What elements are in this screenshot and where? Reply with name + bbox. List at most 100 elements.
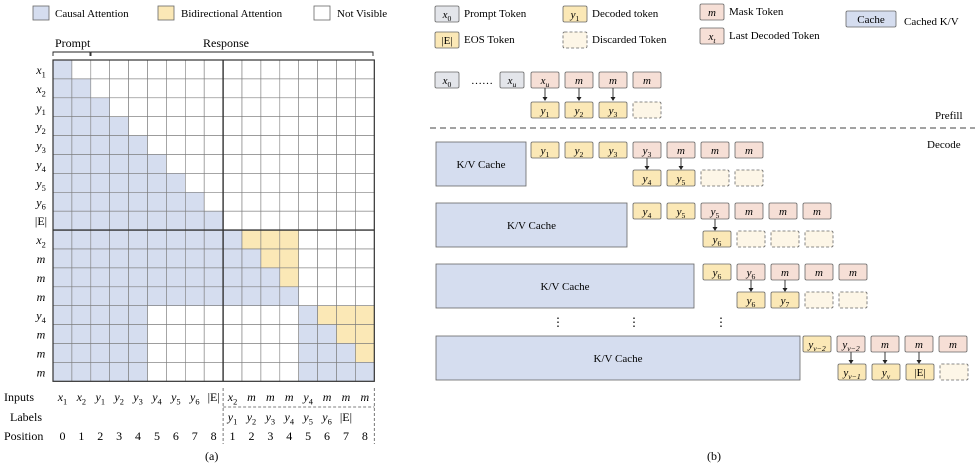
- matrix-cell: [355, 154, 375, 174]
- matrix-cell: [298, 305, 318, 325]
- matrix-cell: [355, 78, 375, 99]
- row-label: y2: [35, 120, 46, 136]
- matrix-cell: [52, 135, 73, 155]
- row-label: m: [37, 271, 46, 285]
- token-label: y6: [712, 267, 722, 281]
- input-token: m: [247, 390, 256, 404]
- matrix-cell: [71, 173, 92, 193]
- label-token: y6: [321, 410, 332, 426]
- matrix-cell: [222, 343, 243, 363]
- decode-input-token: m: [734, 202, 764, 220]
- matrix-cell: [185, 173, 205, 193]
- matrix-cell: [260, 305, 281, 325]
- matrix-cell: [109, 248, 129, 269]
- matrix-cell: [128, 267, 148, 288]
- legend-label: Discarded Token: [592, 34, 667, 46]
- kv-cache-block: [435, 335, 801, 381]
- matrix-cell: [166, 116, 186, 136]
- token-label: y7: [780, 295, 790, 309]
- matrix-cell: [185, 229, 205, 250]
- matrix-cell: [203, 78, 224, 99]
- matrix-cell: [260, 135, 281, 155]
- panel-a: Causal Attention Bidirectional Attention…: [4, 5, 387, 463]
- matrix-cell: [298, 362, 318, 382]
- matrix-cell: [222, 59, 243, 80]
- matrix-cell: [128, 286, 148, 306]
- input-token: m: [361, 390, 370, 404]
- decode-output-token: y6: [702, 230, 732, 248]
- matrix-cell: [109, 116, 129, 136]
- legend-notvisible-label: Not Visible: [337, 8, 387, 20]
- position-value: 5: [154, 429, 160, 443]
- matrix-cell: [147, 248, 167, 269]
- matrix-cell: [109, 154, 129, 174]
- decode-input-token: y2: [564, 141, 594, 159]
- matrix-cell: [317, 192, 337, 212]
- matrix-cell: [355, 286, 375, 306]
- token-label: |E|: [441, 35, 452, 47]
- matrix-cell: [355, 305, 375, 325]
- legend-label: Decoded token: [592, 8, 659, 20]
- matrix-cell: [52, 324, 73, 344]
- matrix-cell: [147, 192, 167, 212]
- kv-cache-label: K/V Cache: [594, 353, 643, 365]
- matrix-cell: [166, 59, 186, 80]
- matrix-cell: [298, 210, 318, 231]
- matrix-cell: [279, 116, 299, 136]
- prefill-input-token: xu: [499, 71, 525, 89]
- matrix-cell: [260, 248, 281, 269]
- attention-matrix: [52, 59, 375, 382]
- discarded-token: [770, 230, 800, 248]
- matrix-cell: [185, 343, 205, 363]
- row-label: m: [37, 290, 46, 304]
- arrow-head: [782, 288, 788, 292]
- matrix-cell: [260, 362, 281, 382]
- matrix-cell: [90, 135, 111, 155]
- matrix-cell: [222, 210, 243, 231]
- legend-label: Mask Token: [729, 6, 784, 18]
- discarded-token: [804, 291, 834, 309]
- legend-bidirectional-label: Bidirectional Attention: [181, 8, 283, 20]
- matrix-cell: [147, 229, 167, 250]
- matrix-cell: [317, 116, 337, 136]
- matrix-cell: [166, 267, 186, 288]
- matrix-cell: [298, 97, 318, 118]
- decode-output-token: y5: [666, 169, 696, 187]
- matrix-cell: [166, 78, 186, 99]
- matrix-cell: [109, 267, 129, 288]
- matrix-cell: [166, 97, 186, 118]
- matrix-cell: [128, 135, 148, 155]
- matrix-cell: [317, 267, 337, 288]
- matrix-cell: [355, 135, 375, 155]
- kv-cache-block: [435, 263, 695, 309]
- prefill-label: Prefill: [935, 110, 963, 122]
- matrix-cell: [147, 59, 167, 80]
- matrix-cell: [109, 78, 129, 99]
- matrix-cell: [166, 135, 186, 155]
- position-value: 3: [267, 429, 273, 443]
- matrix-cell: [336, 135, 356, 155]
- token-label: x0: [442, 9, 452, 23]
- matrix-cell: [336, 343, 356, 363]
- matrix-cell: [147, 154, 167, 174]
- row-label: x2: [35, 233, 46, 249]
- matrix-cell: [52, 362, 73, 382]
- kv-cache-block: [435, 141, 527, 187]
- position-value: 8: [362, 429, 368, 443]
- matrix-cell: [336, 173, 356, 193]
- matrix-cell: [166, 210, 186, 231]
- matrix-cell: [241, 135, 262, 155]
- input-token: y2: [113, 390, 124, 406]
- input-token: x1: [57, 390, 68, 406]
- prefill-input-token: m: [564, 71, 594, 89]
- matrix-cell: [222, 97, 243, 118]
- matrix-cell: [185, 97, 205, 118]
- legend-label: Cached K/V: [904, 16, 959, 28]
- token-label: y6: [746, 267, 756, 281]
- matrix-cell: [71, 286, 92, 306]
- decode-input-token: y3: [598, 141, 628, 159]
- matrix-cell: [71, 362, 92, 382]
